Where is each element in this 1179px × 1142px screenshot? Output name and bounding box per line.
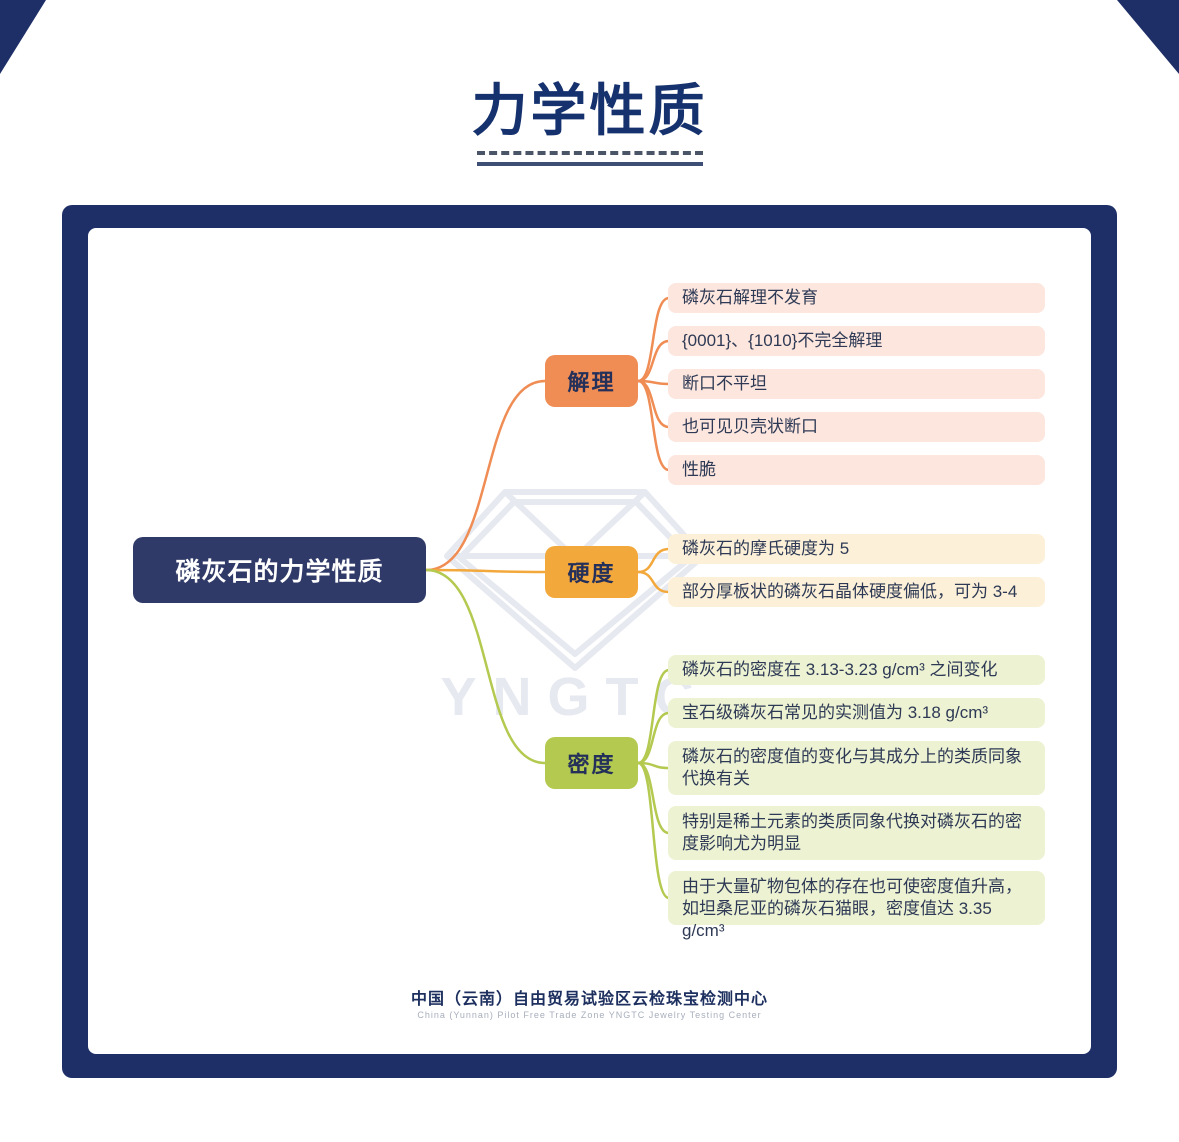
mindmap-decor-svg: YNGTC	[424, 296, 710, 900]
mindmap-canvas: YNGTC	[88, 228, 1091, 1054]
leaf-node: {0001}、{1010}不完全解理	[668, 326, 1045, 356]
leaf-node: 磷灰石的密度值的变化与其成分上的类质同象代换有关	[668, 741, 1045, 795]
connector-cleavage	[424, 296, 671, 572]
branch-node-cleavage: 解理	[545, 355, 638, 407]
branch-node-density: 密度	[545, 737, 638, 789]
leaf-node: 宝石级磷灰石常见的实测值为 3.18 g/cm³	[668, 698, 1045, 728]
connector-density	[424, 568, 671, 900]
watermark-text: YNGTC	[441, 667, 710, 727]
leaf-node: 特别是稀土元素的类质同象代换对磷灰石的密度影响尤为明显	[668, 806, 1045, 860]
footer-org-name-zh: 中国（云南）自由贸易试验区云检珠宝检测中心	[410, 991, 768, 1008]
leaf-node: 磷灰石解理不发育	[668, 283, 1045, 313]
title-underline-bar	[476, 162, 703, 166]
corner-decoration-left	[0, 0, 46, 74]
root-node: 磷灰石的力学性质	[133, 537, 426, 603]
page-title: 力学性质	[471, 79, 708, 142]
branch-node-hardness: 硬度	[545, 546, 638, 598]
title-underline-dashes	[476, 151, 703, 155]
leaf-node: 磷灰石的密度在 3.13-3.23 g/cm³ 之间变化	[668, 655, 1045, 685]
poster-panel: YNGTC	[62, 205, 1117, 1078]
leaf-node: 部分厚板状的磷灰石晶体硬度偏低，可为 3-4	[668, 577, 1045, 607]
connector-hardness	[424, 547, 671, 594]
title-underline	[476, 151, 703, 166]
leaf-node: 性脆	[668, 455, 1045, 485]
leaf-node: 断口不平坦	[668, 369, 1045, 399]
corner-decoration-right	[1117, 0, 1179, 74]
leaf-node: 也可见贝壳状断口	[668, 412, 1045, 442]
footer-org-name-en: China (Yunnan) Pilot Free Trade Zone YNG…	[417, 1010, 762, 1020]
leaf-node: 磷灰石的摩氏硬度为 5	[668, 534, 1045, 564]
leaf-node: 由于大量矿物包体的存在也可使密度值升高，如坦桑尼亚的磷灰石猫眼，密度值达 3.3…	[668, 871, 1045, 940]
